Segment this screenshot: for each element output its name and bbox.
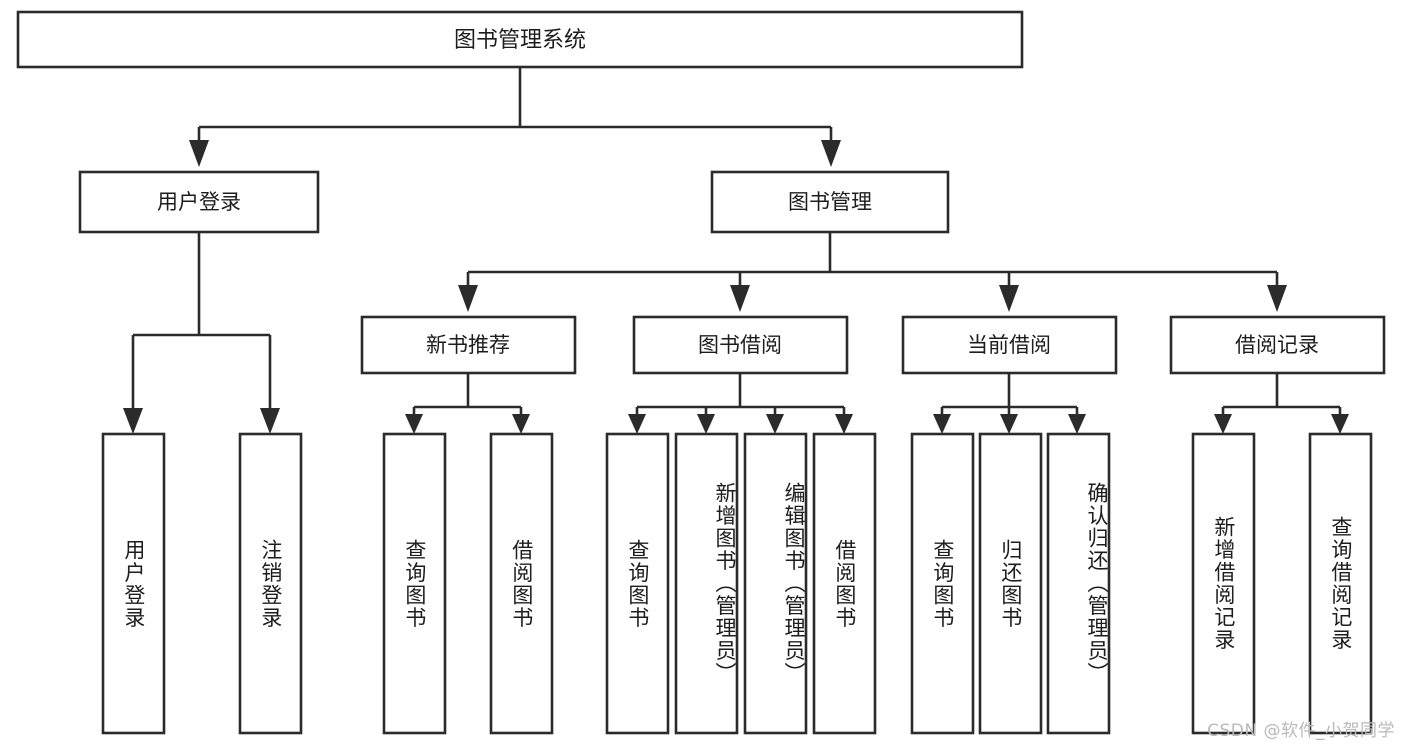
arrow-head-icon (1331, 414, 1349, 434)
node-new-book-recommend-label: 新书推荐 (426, 333, 510, 357)
node-user-login[interactable]: 用户登录 (78, 170, 320, 234)
node-new-book-recommend[interactable]: 新书推荐 (360, 315, 577, 375)
leaf-logout-login-box[interactable] (238, 432, 303, 735)
arrow-head-icon (730, 285, 750, 312)
connector-user-login-to-leaves (123, 232, 280, 434)
node-user-login-label: 用户登录 (157, 190, 241, 214)
leaf-confirm-return-box[interactable] (1046, 432, 1111, 735)
arrow-head-icon (766, 414, 784, 434)
arrow-head-icon (999, 285, 1019, 312)
leaf-return-book-box[interactable] (978, 432, 1043, 735)
arrow-head-icon (405, 414, 423, 434)
node-book-borrow[interactable]: 图书借阅 (632, 315, 849, 375)
leaf-query-book-1-box[interactable] (382, 432, 447, 735)
leaf-borrow-book-2-box[interactable] (812, 432, 877, 735)
arrow-head-icon (1214, 414, 1232, 434)
arrow-head-icon (628, 414, 646, 434)
arrow-head-icon (189, 140, 209, 167)
arrow-head-icon (458, 285, 478, 312)
node-new-book-recommend-box (360, 315, 577, 375)
arrow-head-icon (260, 408, 280, 434)
arrow-head-icon (1000, 414, 1018, 434)
connector-book-manage-to-level3 (458, 232, 1287, 312)
leaf-edit-book-box[interactable] (743, 432, 808, 735)
node-current-borrow-label: 当前借阅 (967, 333, 1051, 357)
leaf-add-book-box[interactable] (674, 432, 739, 735)
node-root-box (16, 10, 1024, 69)
arrow-head-icon (835, 414, 853, 434)
node-book-manage-label: 图书管理 (788, 190, 872, 214)
connector-borrow-record-to-leaves (1214, 373, 1349, 434)
leaf-boxes-group (101, 432, 1373, 735)
node-borrow-record[interactable]: 借阅记录 (1169, 315, 1386, 375)
leaf-add-record-box[interactable] (1191, 432, 1256, 735)
connector-current-borrow-to-leaves (933, 373, 1086, 434)
connector-root-to-level2 (189, 67, 841, 167)
node-root[interactable]: 图书管理系统 (16, 10, 1024, 69)
csdn-watermark: CSDN @软件_小贺同学 (1207, 721, 1395, 741)
leaf-borrow-book-1-box[interactable] (489, 432, 554, 735)
node-root-label: 图书管理系统 (454, 28, 586, 53)
connector-new-book-recommend-to-leaves (405, 373, 530, 434)
leaf-user-login-box[interactable] (101, 432, 166, 735)
leaf-query-record-box[interactable] (1308, 432, 1373, 735)
leaf-query-book-3-box[interactable] (910, 432, 975, 735)
arrow-head-icon (933, 414, 951, 434)
arrow-head-icon (1267, 285, 1287, 312)
arrow-head-icon (821, 140, 841, 167)
leaf-query-book-2-box[interactable] (605, 432, 670, 735)
connector-book-borrow-to-leaves (628, 373, 853, 434)
node-borrow-record-label: 借阅记录 (1235, 333, 1319, 357)
node-user-login-box (78, 170, 320, 234)
arrow-head-icon (512, 414, 530, 434)
arrow-head-icon (123, 408, 143, 434)
node-book-borrow-label: 图书借阅 (698, 333, 782, 357)
node-current-borrow[interactable]: 当前借阅 (901, 315, 1118, 375)
arrow-head-icon (1068, 414, 1086, 434)
arrow-head-icon (697, 414, 715, 434)
node-book-manage[interactable]: 图书管理 (710, 170, 950, 234)
node-current-borrow-box (901, 315, 1118, 375)
